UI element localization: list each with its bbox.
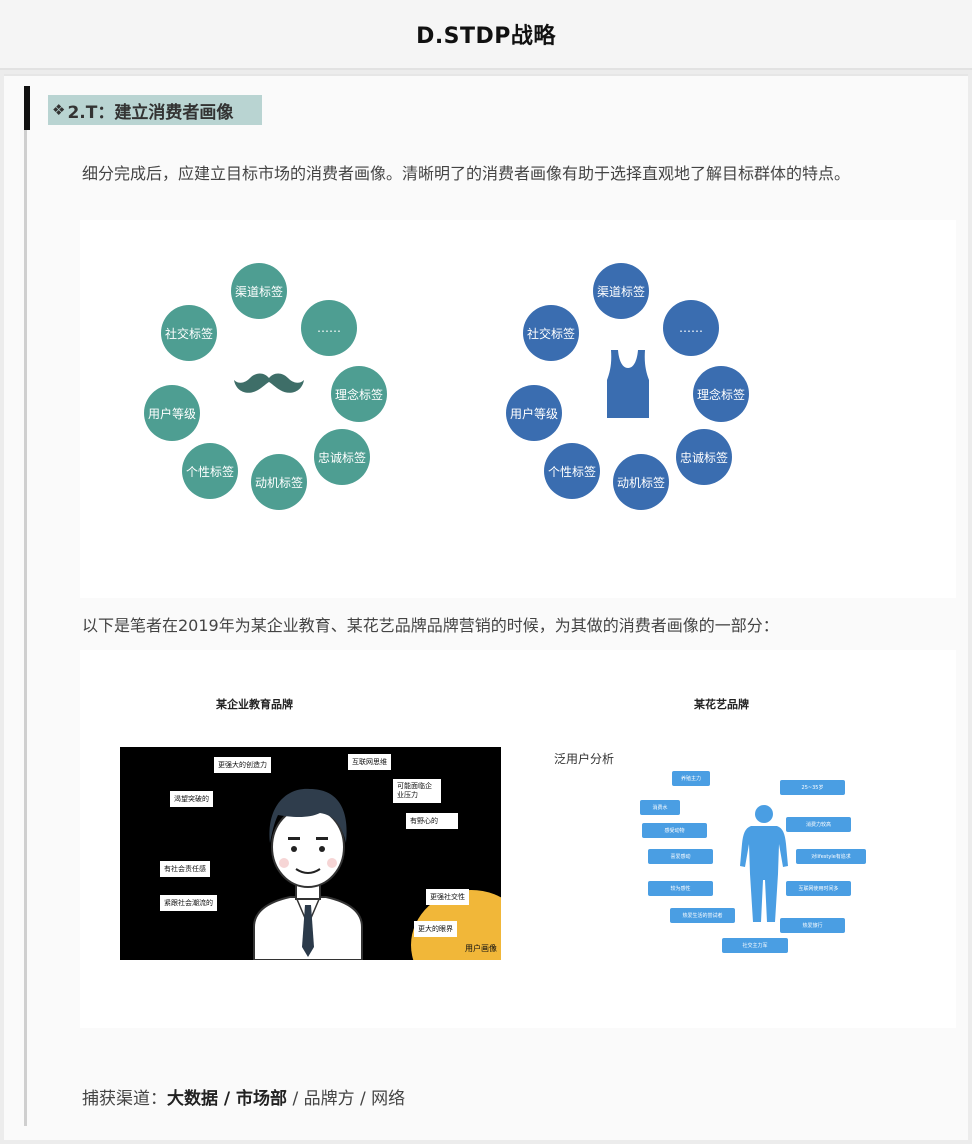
- flower-tag: 消费水: [640, 800, 680, 815]
- diamond-bullet-icon: ❖: [52, 101, 66, 119]
- left-rule: [24, 86, 27, 1126]
- channel-sep: /: [354, 1089, 372, 1109]
- mustache-icon: [234, 373, 304, 393]
- edu-tag: 更强社交性: [426, 889, 469, 905]
- bubble-concept-tag: 理念标签: [693, 366, 749, 422]
- bubble-social-tag: 社交标签: [161, 305, 217, 361]
- channel-big-data: 大数据: [167, 1089, 218, 1109]
- edu-tag: 更大的眼界: [414, 921, 457, 937]
- channel-label: 捕获渠道：: [82, 1089, 167, 1109]
- bubble-loyalty-tag: 忠诚标签: [676, 429, 732, 485]
- bubble-channel-tag: 渠道标签: [593, 263, 649, 319]
- bubble-user-level: 用户等级: [506, 385, 562, 441]
- flower-tag: 25~35岁: [780, 780, 845, 795]
- edu-brand-title: 某企业教育品牌: [216, 698, 293, 711]
- person-silhouette-icon: [740, 805, 788, 922]
- bubble-user-level: 用户等级: [144, 385, 200, 441]
- edu-tag: 更强大的创造力: [214, 757, 271, 773]
- capture-channels: 捕获渠道：大数据 / 市场部 / 品牌方 / 网络: [82, 1084, 405, 1109]
- edu-tag: 有社会责任感: [160, 861, 210, 877]
- intro-paragraph: 细分完成后，应建立目标市场的消费者画像。清晰明了的消费者画像有助于选择直观地了解…: [82, 164, 851, 183]
- section-title: 2.T：建立消费者画像: [67, 102, 234, 123]
- edu-tag: 渴望突破的: [170, 791, 213, 807]
- flower-tag: 社交主力军: [722, 938, 788, 953]
- example-card: 某企业教育品牌 某花艺品牌 更强大的创造力 互联网思维 渴望突破的 可能面临企业…: [80, 650, 956, 1028]
- bubble-motive-tag: 动机标签: [251, 454, 307, 510]
- bubble-personality-tag: 个性标签: [182, 443, 238, 499]
- edu-persona-image: 更强大的创造力 互联网思维 渴望突破的 可能面临企业压力 有野心的 有社会责任感…: [120, 747, 501, 960]
- bubble-motive-tag: 动机标签: [613, 454, 669, 510]
- bubble-personality-tag: 个性标签: [544, 443, 600, 499]
- example-paragraph: 以下是笔者在2019年为某企业教育、某花艺品牌品牌营销的时候，为其做的消费者画像…: [82, 616, 779, 635]
- bubble-more: ……: [663, 300, 719, 356]
- businessman-icon: [253, 788, 363, 960]
- flower-tag: 感受动物: [642, 823, 707, 838]
- bubble-social-tag: 社交标签: [523, 305, 579, 361]
- title-bar: D.STDP战略: [0, 0, 972, 70]
- bubble-more: ……: [301, 300, 357, 356]
- section-heading: ❖ 2.T：建立消费者画像: [48, 95, 262, 125]
- channel-sep: /: [287, 1089, 304, 1109]
- flower-tag: 对lifestyle有追求: [796, 849, 866, 864]
- edu-tag: 互联网思维: [348, 754, 391, 770]
- channel-brand-side: 品牌方: [303, 1089, 355, 1109]
- persona-corner-label: 用户画像: [465, 944, 497, 953]
- left-rule-accent: [24, 86, 30, 130]
- bubble-channel-tag: 渠道标签: [231, 263, 287, 319]
- tag-diagram-card: 渠道标签 …… 理念标签 忠诚标签 动机标签 个性标签 用户等级 社交标签 渠道…: [80, 220, 956, 598]
- channel-network: 网络: [371, 1089, 406, 1109]
- edu-tag: 有野心的: [406, 813, 458, 829]
- channel-sep: /: [218, 1089, 237, 1109]
- flower-tag: 喜爱感动: [648, 849, 713, 864]
- tank-top-icon: [607, 350, 649, 418]
- flower-subtitle: 泛用户分析: [554, 752, 615, 766]
- flower-tag: 热爱旅行: [780, 918, 845, 933]
- flower-tag: 养殖主力: [672, 771, 710, 786]
- flower-tag: 消费力较高: [786, 817, 851, 832]
- flower-tag: 互联网使用时间多: [786, 881, 851, 896]
- page-title: D.STDP战略: [416, 24, 556, 49]
- bubble-concept-tag: 理念标签: [331, 366, 387, 422]
- channel-marketing-dept: 市场部: [236, 1089, 288, 1109]
- flower-tag: 热爱生活的尝试者: [670, 908, 735, 923]
- edu-tag: 可能面临企业压力: [393, 779, 441, 803]
- bubble-loyalty-tag: 忠诚标签: [314, 429, 370, 485]
- edu-tag: 紧跟社会潮流的: [160, 895, 217, 911]
- flower-tag: 较为感性: [648, 881, 713, 896]
- flower-brand-title: 某花艺品牌: [694, 698, 749, 711]
